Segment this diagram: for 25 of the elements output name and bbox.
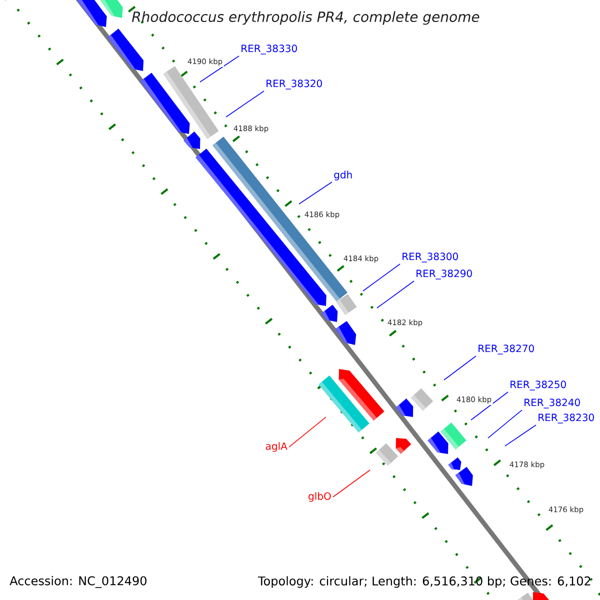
leader-line xyxy=(200,56,240,82)
gene-label: gdh xyxy=(334,170,352,180)
gene-label: RER_38270 xyxy=(478,344,534,354)
gene-label: RER_38230 xyxy=(538,414,594,424)
leader-line xyxy=(470,392,508,420)
accession-text: Accession: NC_012490 xyxy=(10,576,146,588)
leader-line xyxy=(376,280,414,308)
gene-label: glbO xyxy=(308,492,331,502)
gene-label: RER_38290 xyxy=(416,270,472,280)
gene-label: RER_38300 xyxy=(402,252,458,262)
leader-line xyxy=(288,416,326,448)
gene-label: RER_38250 xyxy=(510,380,566,390)
gene-label: RER_38330 xyxy=(242,44,297,54)
gene-label: RER_38320 xyxy=(266,80,322,90)
title: Rhodococcus erythropolis PR4, complete genome xyxy=(132,11,480,25)
leader-line xyxy=(362,264,400,292)
leader-line xyxy=(504,424,536,446)
gene-label: aglA xyxy=(266,442,288,452)
leader-line xyxy=(444,356,476,380)
leader-line xyxy=(298,182,332,204)
leader-line xyxy=(488,410,522,438)
leader-line xyxy=(226,90,264,118)
leader-line xyxy=(332,470,370,498)
genome-info-text: Topology: circular; Length: 6,516,310 bp; Genes: 6,102 xyxy=(258,576,590,588)
gene-label: RER_38240 xyxy=(524,398,580,408)
